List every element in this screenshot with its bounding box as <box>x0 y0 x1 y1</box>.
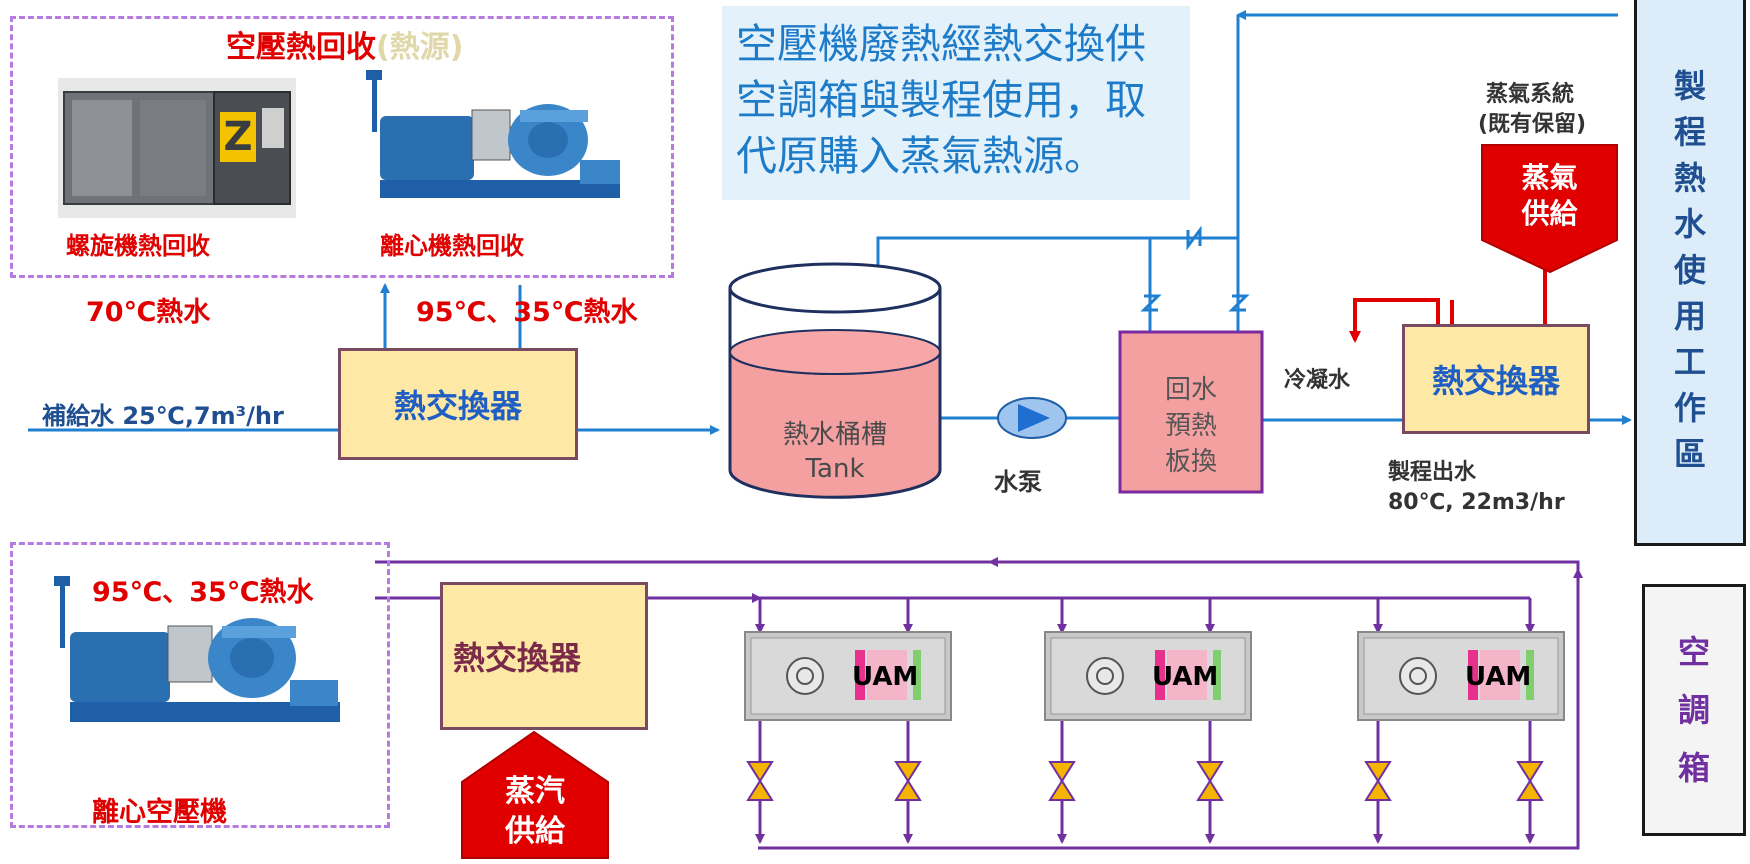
plate-hx-line2: 預熱 <box>1164 411 1217 441</box>
hot-water-95-top-label: 95℃、35℃熱水 <box>416 297 638 328</box>
fan-icon <box>1086 657 1124 695</box>
ahu-panel-char: 空 <box>1677 633 1710 671</box>
steam-supply-bottom-line1: 蒸汽 <box>505 774 565 809</box>
process-panel-char: 作 <box>1673 389 1706 427</box>
uam-label: UAM <box>1152 662 1219 692</box>
process-panel-char: 程 <box>1673 113 1706 151</box>
hot-water-95-bottom-label: 95℃、35℃熱水 <box>92 577 314 608</box>
process-out-label: 製程出水 80℃, 22m3/hr <box>1388 458 1565 518</box>
fan-icon <box>1399 657 1437 695</box>
tank-label: 熱水桶槽 Tank <box>738 418 932 486</box>
uam-label: UAM <box>1465 662 1532 692</box>
heat-recovery-box <box>10 16 674 278</box>
steam-supply-top-line1: 蒸氣 <box>1521 161 1578 194</box>
pump-symbol <box>997 397 1067 439</box>
screw-logo: Z <box>223 114 252 160</box>
tank-label-line1: 熱水桶槽 <box>782 420 887 450</box>
process-panel-char: 用 <box>1673 297 1706 335</box>
steam-supply-bottom-shape <box>461 730 609 859</box>
steam-supply-top-shape <box>1481 144 1618 274</box>
screw-compressor-image: Z <box>58 78 296 218</box>
process-panel-char: 使 <box>1673 251 1706 289</box>
process-out-line1: 製程出水 <box>1388 460 1477 485</box>
compressor-box <box>10 542 390 828</box>
steam-supply-bottom-line2: 供給 <box>505 814 565 849</box>
uam-label: UAM <box>852 662 919 692</box>
steam-system-line2: (既有保留) <box>1478 112 1587 137</box>
check-valve-symbols <box>1140 225 1250 312</box>
heat-exchanger-bottom: 熱交換器 <box>440 582 648 730</box>
steam-supply-bottom-label: 蒸汽 供給 <box>462 772 608 852</box>
ahu-panel: 空 調 箱 <box>1642 584 1746 836</box>
heat-recovery-title-main: 空壓熱回收 <box>226 30 376 65</box>
ahu-panel-char: 箱 <box>1677 749 1710 787</box>
plate-hx-line1: 回水 <box>1164 375 1217 405</box>
makeup-water-label: 補給水 25℃,7m³/hr <box>42 402 284 430</box>
centrifugal-recovery-label: 離心機熱回收 <box>380 232 524 260</box>
condensate-label: 冷凝水 <box>1284 368 1351 393</box>
ahu-unit <box>1357 631 1565 721</box>
heat-recovery-title: 空壓熱回收(熱源) <box>226 22 463 66</box>
process-panel-char: 水 <box>1673 205 1706 243</box>
ahu-panel-char: 調 <box>1677 691 1710 729</box>
screw-recovery-label: 螺旋機熱回收 <box>66 232 210 260</box>
steam-supply-top-line2: 供給 <box>1521 197 1578 230</box>
hot-water-tank <box>728 262 942 499</box>
plate-hx-box <box>1118 330 1264 494</box>
pump-label: 水泵 <box>994 468 1042 496</box>
ahu-unit <box>744 631 952 721</box>
fan-icon <box>786 657 824 695</box>
tank-label-line2: Tank <box>805 454 865 484</box>
heat-recovery-title-faded: (熱源) <box>376 30 464 65</box>
plate-hx-line3: 板換 <box>1164 447 1217 477</box>
valve-symbols <box>746 761 1544 801</box>
process-panel-char: 熱 <box>1673 159 1706 197</box>
ahu-unit <box>1044 631 1252 721</box>
centrifugal-compressor-label: 離心空壓機 <box>92 797 227 828</box>
process-out-line2: 80℃, 22m3/hr <box>1388 490 1565 515</box>
centrifugal-compressor-image-top <box>366 70 620 198</box>
hot-water-70-label: 70℃熱水 <box>86 297 211 328</box>
description-note: 空壓機廢熱經熱交換供空調箱與製程使用，取代原購入蒸氣熱源。 <box>722 6 1190 200</box>
process-area-panel: 製 程 熱 水 使 用 工 作 區 <box>1634 0 1746 546</box>
heat-exchanger-top-left: 熱交換器 <box>338 348 578 460</box>
plate-loop <box>1148 236 1240 332</box>
process-panel-char: 工 <box>1673 343 1706 381</box>
steam-system-label: 蒸氣系統 (既有保留) <box>1478 80 1586 140</box>
steam-supply-top-label: 蒸氣 供給 <box>1482 160 1617 232</box>
heat-exchanger-top-right: 熱交換器 <box>1402 324 1590 434</box>
plate-hx-label: 回水 預熱 板換 <box>1120 372 1262 480</box>
centrifugal-compressor-image-bottom <box>54 576 340 722</box>
process-panel-char: 製 <box>1673 67 1706 105</box>
steam-system-line1: 蒸氣系統 <box>1486 82 1575 107</box>
process-panel-char: 區 <box>1673 435 1706 473</box>
